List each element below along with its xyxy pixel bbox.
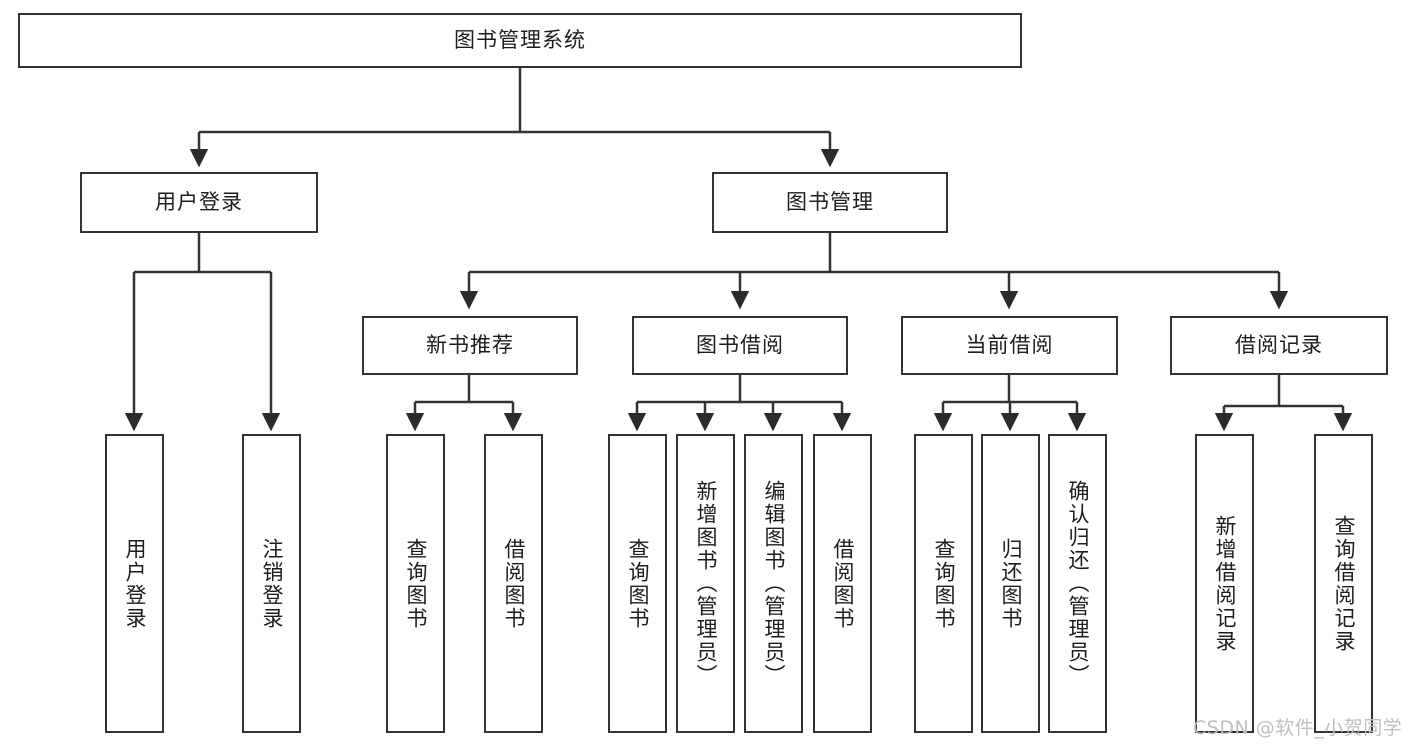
node-leaf-logout-label: 注销登录 [260, 537, 285, 630]
node-new-book-recommend[interactable]: 新书推荐 [362, 316, 578, 375]
node-leaf-logout[interactable]: 注销登录 [242, 434, 301, 733]
node-current-borrow-label: 当前借阅 [965, 332, 1054, 357]
node-borrow-record-label: 借阅记录 [1235, 332, 1323, 357]
node-root-label: 图书管理系统 [454, 27, 586, 52]
node-leaf-query-book-2-label: 查询图书 [626, 537, 651, 630]
node-book-management-label: 图书管理 [786, 189, 874, 214]
node-leaf-user-login[interactable]: 用户登录 [105, 434, 164, 733]
node-leaf-return-book[interactable]: 归还图书 [981, 434, 1040, 733]
node-leaf-borrow-book-1-label: 借阅图书 [502, 537, 527, 630]
node-leaf-edit-book-label: 编辑图书（管理员） [762, 480, 787, 687]
node-current-borrow[interactable]: 当前借阅 [901, 316, 1118, 375]
node-leaf-query-book-1-label: 查询图书 [404, 537, 429, 630]
node-leaf-query-record-label: 查询借阅记录 [1332, 514, 1357, 653]
node-leaf-query-book-2[interactable]: 查询图书 [608, 434, 667, 733]
csdn-watermark: CSDN @软件_小贺同学 [1193, 717, 1403, 739]
node-leaf-add-book[interactable]: 新增图书（管理员） [676, 434, 735, 733]
node-book-management[interactable]: 图书管理 [712, 172, 948, 233]
node-leaf-query-book-1[interactable]: 查询图书 [386, 434, 445, 733]
node-leaf-edit-book[interactable]: 编辑图书（管理员） [744, 434, 803, 733]
node-leaf-add-record-label: 新增借阅记录 [1213, 514, 1238, 653]
node-book-borrow[interactable]: 图书借阅 [632, 316, 848, 375]
node-new-book-recommend-label: 新书推荐 [426, 332, 514, 357]
node-leaf-query-book-3-label: 查询图书 [932, 537, 957, 630]
node-leaf-confirm-return-label: 确认归还（管理员） [1066, 480, 1091, 687]
node-root[interactable]: 图书管理系统 [18, 13, 1022, 68]
node-leaf-borrow-book-2-label: 借阅图书 [831, 537, 856, 630]
node-book-borrow-label: 图书借阅 [696, 332, 784, 357]
node-leaf-query-record[interactable]: 查询借阅记录 [1314, 434, 1373, 733]
node-leaf-user-login-label: 用户登录 [123, 537, 148, 630]
node-leaf-borrow-book-2[interactable]: 借阅图书 [813, 434, 872, 733]
node-user-login[interactable]: 用户登录 [80, 172, 318, 233]
node-leaf-query-book-3[interactable]: 查询图书 [914, 434, 973, 733]
node-leaf-add-book-label: 新增图书（管理员） [694, 480, 719, 687]
node-leaf-confirm-return[interactable]: 确认归还（管理员） [1048, 434, 1107, 733]
node-leaf-return-book-label: 归还图书 [999, 537, 1024, 630]
node-leaf-borrow-book-1[interactable]: 借阅图书 [484, 434, 543, 733]
node-leaf-add-record[interactable]: 新增借阅记录 [1195, 434, 1254, 733]
node-borrow-record[interactable]: 借阅记录 [1170, 316, 1388, 375]
node-user-login-label: 用户登录 [155, 189, 243, 214]
